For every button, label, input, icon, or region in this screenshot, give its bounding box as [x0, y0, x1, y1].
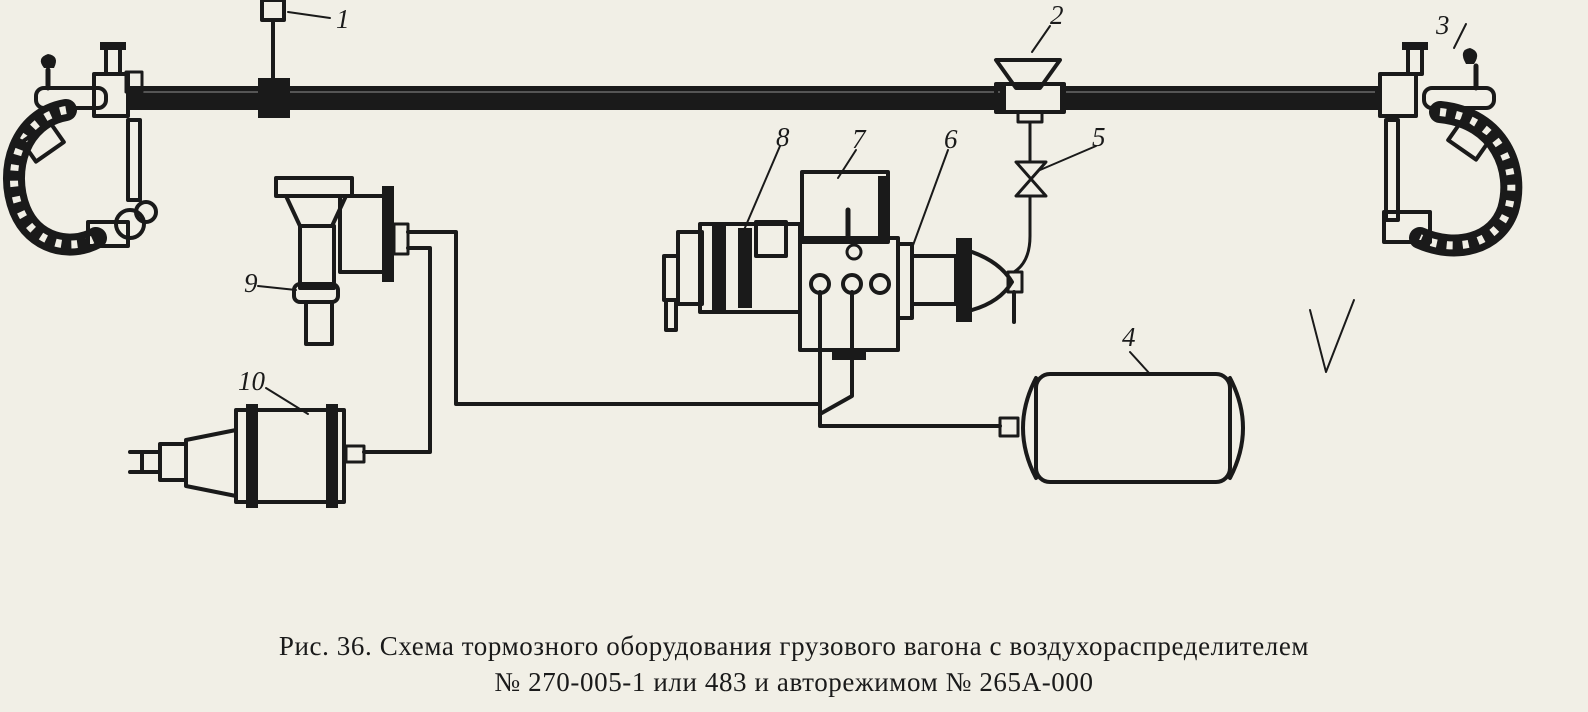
label-1: 1	[336, 4, 350, 34]
label-2: 2	[1050, 0, 1064, 30]
label-3: 3	[1435, 10, 1450, 40]
label-4: 4	[1122, 322, 1136, 352]
plug-1	[258, 0, 331, 118]
tee-2	[994, 25, 1066, 124]
connecting-pipes	[362, 230, 1002, 454]
left-end-cock	[34, 42, 158, 240]
label-8: 8	[776, 122, 790, 152]
label-10: 10	[238, 366, 266, 396]
label-5: 5	[1092, 122, 1106, 152]
check-mark	[1309, 299, 1355, 373]
main-part-8	[662, 145, 802, 332]
right-hose	[1382, 101, 1523, 257]
air-distributor-7	[798, 149, 900, 360]
reservoir-4	[998, 351, 1245, 484]
caption-line-2: № 270-005-1 или 483 и авторежимом № 265А…	[494, 667, 1094, 697]
figure-caption: Рис. 36. Схема тормозного оборудования г…	[0, 628, 1588, 700]
label-9: 9	[244, 268, 258, 298]
main-part-6	[896, 149, 1024, 324]
valve-5	[1012, 120, 1097, 274]
label-6: 6	[944, 124, 958, 154]
autoregime-9	[257, 176, 410, 346]
label-7: 7	[852, 124, 867, 154]
left-hose	[3, 99, 130, 256]
brake-cylinder-10	[128, 387, 366, 508]
caption-line-1: Рис. 36. Схема тормозного оборудования г…	[278, 631, 1310, 661]
brake-diagram: 1 2 3 4 5 6 7 8 9 10	[3, 0, 1523, 508]
brake-pipe	[128, 86, 1380, 110]
